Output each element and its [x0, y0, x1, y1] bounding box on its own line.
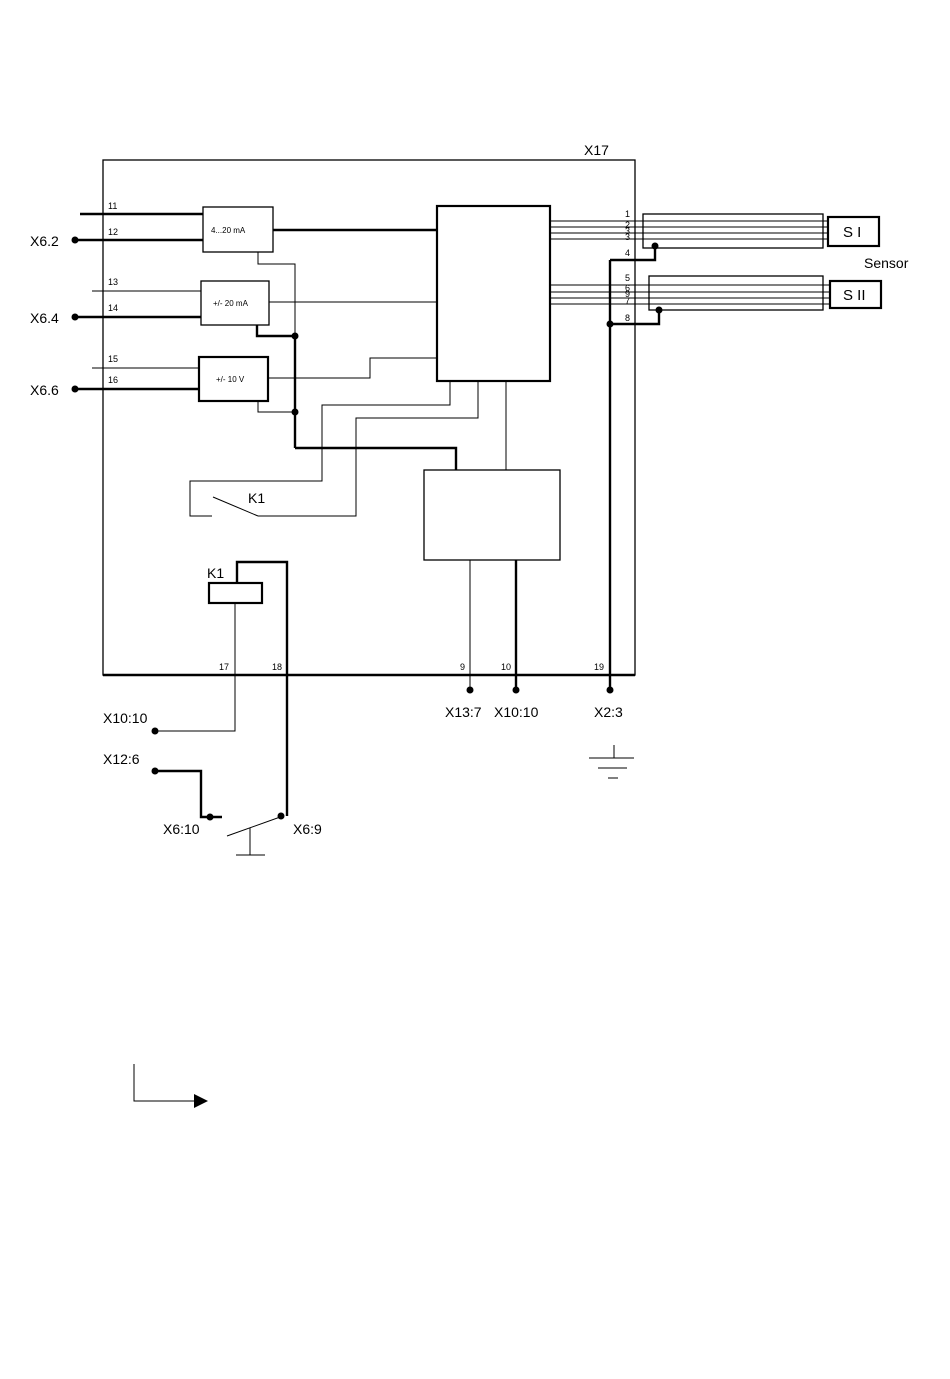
x10-10-left-dot	[152, 728, 159, 735]
processor-block	[437, 206, 550, 381]
x12-6-dot	[152, 768, 159, 775]
ch3-terminal-label: X6.6	[30, 382, 59, 398]
ch2-pin-bottom: 14	[108, 303, 118, 313]
k1-coil-wire-18	[237, 562, 287, 675]
x6-10-dot	[207, 814, 214, 821]
common-junction-1	[292, 333, 299, 340]
s1-shield-dot	[652, 243, 659, 250]
s2-pin-5: 5	[625, 273, 630, 283]
controller-block	[424, 470, 560, 560]
k1-coil-label: K1	[207, 565, 224, 581]
ch3-pin-top: 15	[108, 354, 118, 364]
common-to-controller	[295, 448, 456, 470]
ch2-common-wire	[257, 325, 295, 336]
s2-cable-shield	[649, 276, 823, 310]
sensor-s1-label: S I	[843, 224, 861, 241]
ch1-converter-label: 4...20 mA	[211, 226, 246, 235]
common-junction-2	[292, 409, 299, 416]
arrow-line	[134, 1064, 196, 1101]
x6-9-label: X6:9	[293, 821, 322, 837]
x12-6-wire	[155, 771, 222, 817]
x2-3-label: X2:3	[594, 704, 623, 720]
s1-pin-3b: 3	[625, 232, 630, 242]
pushbutton-blade	[227, 816, 283, 836]
ch1-pin-bottom: 12	[108, 227, 118, 237]
x6-10-label: X6:10	[163, 821, 200, 837]
ch3-to-processor	[268, 358, 437, 378]
sensor-s2-label: S II	[843, 287, 866, 304]
pin-17-label: 17	[219, 662, 229, 672]
x10-10-right-label: X10:10	[494, 704, 539, 720]
sensor-label: Sensor	[864, 255, 909, 271]
s2-pin-7: 7	[625, 296, 630, 306]
ch3-pin-bottom: 16	[108, 375, 118, 385]
ch1-common-wire	[258, 252, 295, 336]
ch2-pin-top: 13	[108, 277, 118, 287]
ch2-terminal-label: X6.4	[30, 310, 59, 326]
x10-10-left-label: X10:10	[103, 710, 148, 726]
pin-19-label: 19	[594, 662, 604, 672]
ch1-pin-top: 11	[108, 201, 117, 211]
pin-18-label: 18	[272, 662, 282, 672]
ch2-terminal-dot	[72, 314, 79, 321]
k1-contact-label: K1	[248, 490, 265, 506]
ch3-common-wire	[258, 401, 295, 412]
ground-symbol	[589, 745, 634, 778]
arrow-head	[194, 1094, 208, 1108]
k1-coil	[209, 583, 262, 603]
ch3-terminal-dot	[72, 386, 79, 393]
ch2-converter-label: +/- 20 mA	[213, 299, 249, 308]
ch3-converter-label: +/- 10 V	[216, 375, 245, 384]
pin17-to-x10-10	[155, 675, 235, 731]
s1-pin-4: 4	[625, 248, 630, 258]
pin-9-label: 9	[460, 662, 465, 672]
s2-shield-dot	[656, 307, 663, 314]
pin-10-label: 10	[501, 662, 511, 672]
enclosure-label: X17	[584, 142, 609, 158]
ch1-terminal-dot	[72, 237, 79, 244]
x6-9-dot	[278, 813, 285, 820]
s2-pin-8: 8	[625, 313, 630, 323]
x2-3-dot	[607, 687, 614, 694]
ch1-terminal-label: X6.2	[30, 233, 59, 249]
s1-cable-shield	[643, 214, 823, 248]
s1-pin-1: 1	[625, 209, 630, 219]
x13-7-label: X13:7	[445, 704, 482, 720]
x12-6-label: X12:6	[103, 751, 140, 767]
x13-7-dot	[467, 687, 474, 694]
x10-10-right-dot	[513, 687, 520, 694]
